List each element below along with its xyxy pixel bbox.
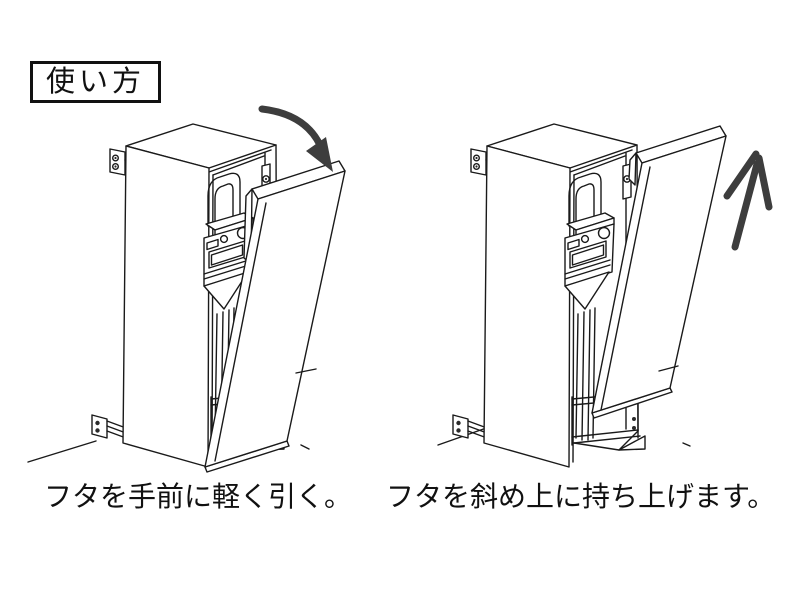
title-box: 使い方 — [30, 61, 162, 103]
lid-tilted-drawing — [204, 160, 346, 473]
lid-lifted-drawing — [591, 125, 727, 419]
pull-open-arrow-icon — [258, 105, 333, 172]
ground-tick — [300, 444, 310, 450]
figure-step-2 — [437, 123, 773, 468]
step-2-caption: フタを斜め上に持ち上げます。 — [386, 481, 776, 512]
page-title: 使い方 — [46, 66, 146, 98]
figure-step-1 — [27, 105, 346, 473]
lift-up-arrow-icon — [723, 150, 773, 251]
step-1-caption: フタを手前に軽く引く。 — [44, 481, 353, 512]
ground-tick — [682, 442, 691, 447]
ground-line — [27, 440, 97, 463]
